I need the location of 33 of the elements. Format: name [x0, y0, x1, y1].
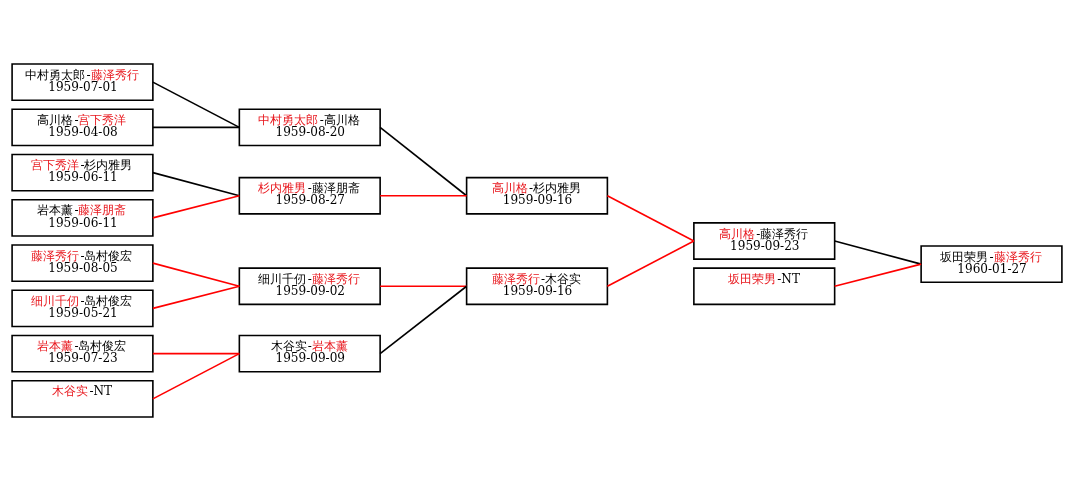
connector — [152, 352, 241, 400]
node-box: 坂田荣男-藤泽秀行 1960-01-27 — [920, 245, 1063, 284]
connector — [152, 171, 241, 197]
node-box: 岩本薰-藤泽朋斋 1959-06-11 — [11, 198, 154, 237]
connector — [152, 81, 241, 129]
node-box: 木谷实-岩本薰 1959-09-09 — [238, 334, 381, 373]
connector — [379, 126, 468, 197]
node-box: 木谷实-NT — [11, 379, 154, 418]
connector — [152, 194, 241, 219]
node-box: 细川千仞-岛村俊宏 1959-05-21 — [11, 289, 154, 328]
connector — [152, 352, 241, 355]
node-box: 坂田荣男-NT — [693, 267, 836, 306]
connector — [379, 285, 468, 288]
connector — [606, 240, 695, 288]
connector — [152, 126, 241, 129]
connector — [152, 285, 241, 310]
node-box: 中村勇太郎-高川格 1959-08-20 — [238, 108, 381, 147]
node-box: 高川格-藤泽秀行 1959-09-23 — [693, 222, 836, 260]
connector — [379, 194, 468, 197]
node-box: 细川千仞-藤泽秀行 1959-09-02 — [238, 267, 381, 306]
connector — [152, 262, 241, 288]
node-box: 高川格-杉内雅男 1959-09-16 — [465, 176, 609, 215]
connector — [833, 263, 922, 288]
connector — [833, 240, 922, 265]
node-box: 宫下秀洋-杉内雅男 1959-06-11 — [11, 153, 154, 192]
connector — [606, 194, 695, 242]
connector — [379, 285, 468, 355]
node-box: 岩本薰-岛村俊宏 1959-07-23 — [11, 334, 154, 373]
node-box: 藤泽秀行-岛村俊宏 1959-08-05 — [11, 244, 154, 283]
node-box: 高川格-宫下秀洋 1959-04-08 — [11, 108, 154, 147]
node-box: 杉内雅男-藤泽朋斋 1959-08-27 — [238, 176, 381, 215]
node-box: 藤泽秀行-木谷实 1959-09-16 — [465, 267, 609, 306]
node-box: 中村勇太郎-藤泽秀行 1959-07-01 — [11, 63, 154, 102]
